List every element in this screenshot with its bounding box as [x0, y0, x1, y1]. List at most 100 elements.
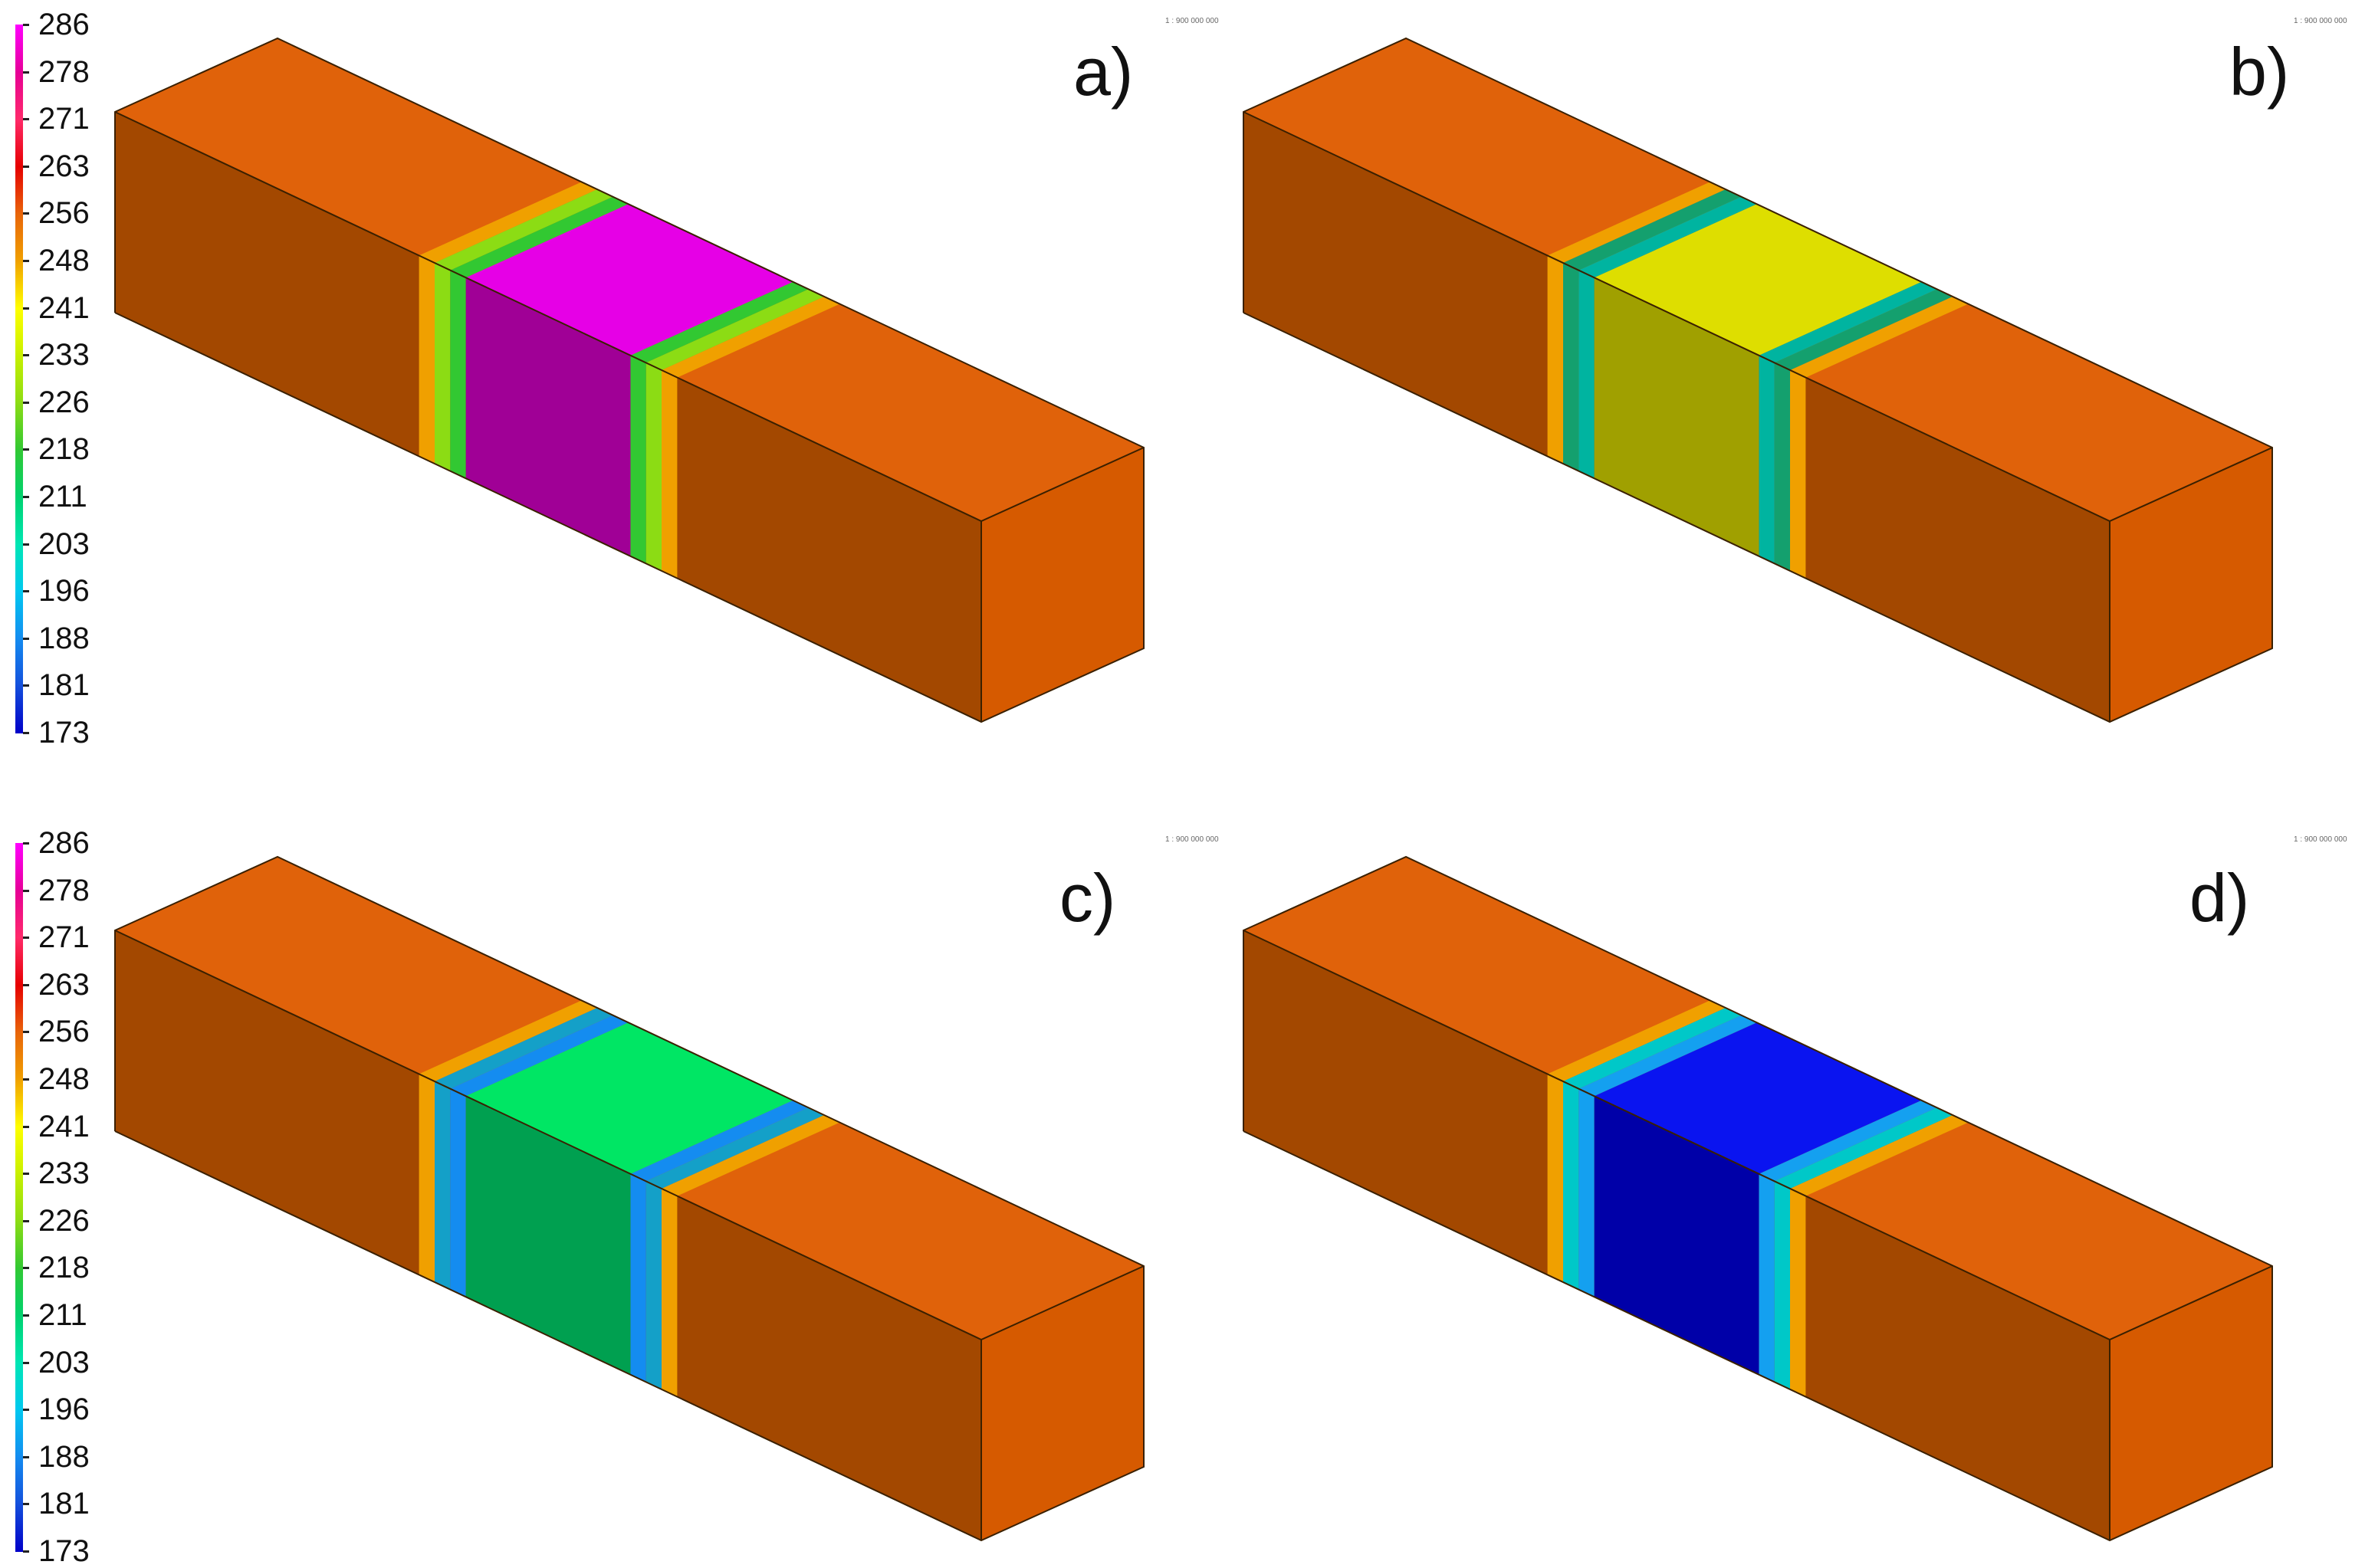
- legend-label: 203: [38, 526, 90, 561]
- transition-band-front: [1578, 270, 1595, 479]
- legend-label: 181: [38, 668, 90, 703]
- scale-text: 1 : 900 000 000: [2294, 835, 2347, 844]
- transition-band-top: [450, 196, 629, 278]
- transition-band-front: [645, 362, 662, 571]
- transition-band-top: [645, 1107, 824, 1189]
- transition-band-front: [1774, 1181, 1790, 1389]
- transition-band-top: [1578, 1015, 1757, 1097]
- legend-swatch: [15, 307, 23, 356]
- legend-label: 263: [38, 967, 90, 1002]
- transition-band-front: [435, 1081, 451, 1290]
- legend-tick: [23, 307, 29, 310]
- legend-tick: [23, 1219, 29, 1222]
- legend-tick: [23, 1267, 29, 1270]
- transition-band-top: [1547, 1000, 1726, 1081]
- transition-band-front: [1790, 370, 1806, 579]
- legend-label: 188: [38, 621, 90, 655]
- block-end-face: [981, 1266, 1144, 1540]
- legend-label: 188: [38, 1439, 90, 1474]
- block-rendering: [114, 37, 1145, 723]
- panel-letter: c): [1059, 860, 1116, 936]
- block-end-face: [2110, 1266, 2272, 1540]
- legend-tick: [23, 165, 29, 168]
- legend-tick: [23, 1409, 29, 1412]
- legend-swatch: [15, 638, 23, 687]
- legend-swatch: [15, 843, 23, 891]
- legend-tick: [23, 1455, 29, 1458]
- legend-swatch: [15, 1315, 23, 1363]
- legend-tick: [23, 1173, 29, 1176]
- legend-swatch: [15, 1079, 23, 1127]
- scale-text: 1 : 900 000 000: [2294, 17, 2347, 25]
- core-zone-front: [465, 277, 631, 556]
- transition-band-top: [1774, 1107, 1953, 1189]
- transition-band-top: [1774, 289, 1953, 370]
- legend-label: 173: [38, 716, 90, 750]
- legend-tick: [23, 889, 29, 892]
- panel-b: b) 1 : 900 000 000: [1243, 17, 2347, 723]
- legend-label: 256: [38, 1015, 90, 1049]
- legend-label: 226: [38, 1203, 90, 1238]
- legend-label: 271: [38, 102, 90, 136]
- legend-label: 256: [38, 196, 90, 231]
- core-zone-top: [465, 1022, 793, 1174]
- block-rendering: [1243, 37, 2273, 723]
- legend-swatch: [15, 449, 23, 497]
- legend-label: 263: [38, 149, 90, 183]
- legend-label: 173: [38, 1534, 90, 1568]
- transition-band-front: [1547, 255, 1563, 464]
- legend-swatch: [15, 497, 23, 545]
- core-zone-top: [1594, 1022, 1922, 1174]
- legend-swatch: [15, 1504, 23, 1552]
- transition-band-top: [1790, 1115, 1969, 1196]
- transition-band-front: [1563, 263, 1579, 471]
- legend-label: 271: [38, 920, 90, 955]
- legend-label: 248: [38, 1062, 90, 1096]
- legend-tick: [23, 637, 29, 640]
- legend-label: 196: [38, 1393, 90, 1427]
- legend-swatch: [15, 261, 23, 309]
- legend-tick: [23, 1078, 29, 1081]
- legend-label: 211: [38, 480, 87, 513]
- legend-tick: [23, 118, 29, 121]
- transition-band-top: [630, 281, 809, 363]
- transition-band-front: [1578, 1088, 1595, 1297]
- legend-swatch: [15, 984, 23, 1033]
- legend-label: 233: [38, 1156, 90, 1191]
- transition-band-top: [1578, 196, 1757, 278]
- core-zone-front: [1594, 1096, 1759, 1375]
- legend-label: 286: [38, 8, 90, 41]
- legend-label: 218: [38, 1251, 90, 1285]
- legend-tick: [23, 354, 29, 357]
- legend-label: 226: [38, 385, 90, 419]
- scale-text: 1 : 900 000 000: [1165, 17, 1219, 25]
- legend-label: 248: [38, 244, 90, 277]
- legend-swatch: [15, 685, 23, 733]
- legend-tick: [23, 732, 29, 734]
- legend-swatch: [15, 25, 23, 73]
- legend-swatch: [15, 1032, 23, 1080]
- legend-colorbar: [15, 24, 29, 734]
- legend-label: 211: [38, 1298, 87, 1332]
- legend-tick: [23, 1031, 29, 1034]
- transition-band-front: [435, 263, 451, 471]
- transition-band-top: [419, 182, 597, 263]
- legend-tick: [23, 1361, 29, 1364]
- transition-band-top: [419, 1000, 597, 1081]
- transition-band-top: [630, 1100, 809, 1182]
- legend-tick: [23, 1503, 29, 1506]
- transition-band-top: [435, 1008, 613, 1089]
- legend-tick: [23, 1314, 29, 1317]
- legend-tick: [23, 401, 29, 404]
- transition-band-top: [450, 1015, 629, 1097]
- transition-band-top: [1563, 1008, 1742, 1089]
- legend-tick: [23, 24, 29, 26]
- legend-swatch: [15, 402, 23, 451]
- transition-band-top: [662, 297, 840, 378]
- legend-tick: [23, 71, 29, 74]
- legend-tick: [23, 1125, 29, 1128]
- legend-label: 218: [38, 432, 90, 467]
